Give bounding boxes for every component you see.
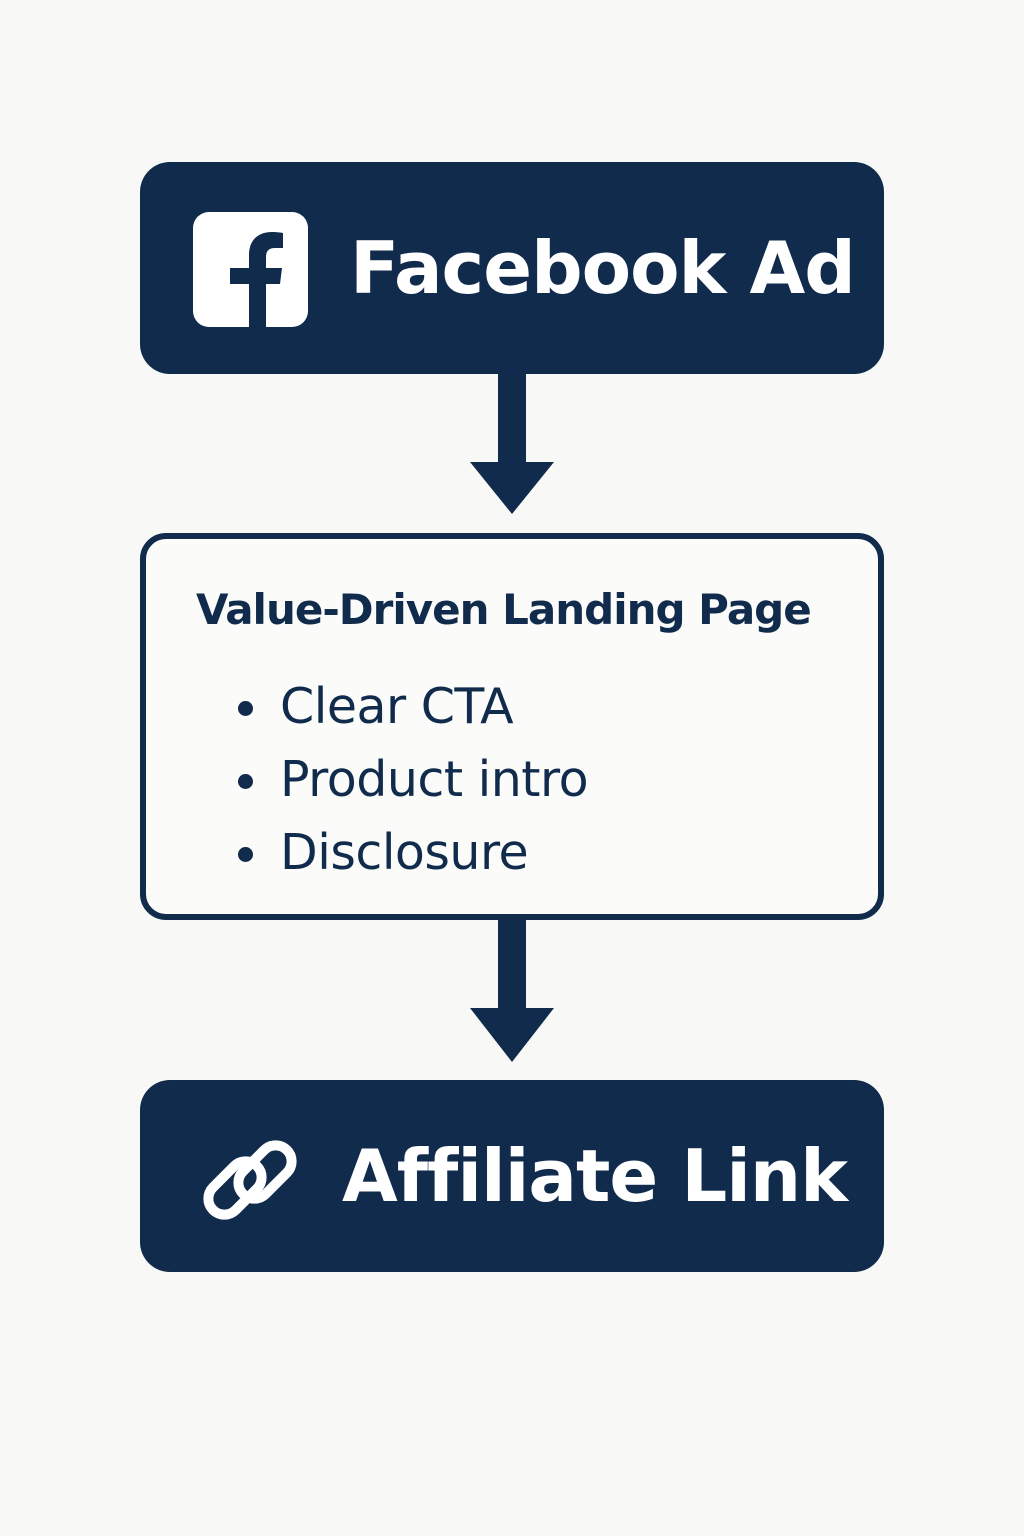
list-item-label: Disclosure bbox=[280, 824, 529, 881]
landing-page-list: Clear CTA Product intro Disclosure bbox=[234, 677, 589, 896]
list-item: Product intro bbox=[234, 750, 589, 823]
facebook-ad-label: Facebook Ad bbox=[350, 226, 856, 310]
affiliate-link-node: Affiliate Link bbox=[140, 1080, 884, 1272]
arrow-facebook-to-landing bbox=[470, 374, 554, 514]
list-item: Disclosure bbox=[234, 823, 588, 896]
list-item-label: Clear CTA bbox=[280, 678, 514, 735]
landing-page-title: Value-Driven Landing Page bbox=[196, 585, 812, 634]
link-icon bbox=[203, 1140, 297, 1220]
arrow-landing-to-affiliate bbox=[470, 920, 554, 1062]
facebook-icon bbox=[193, 212, 308, 327]
affiliate-link-label: Affiliate Link bbox=[342, 1134, 848, 1218]
landing-page-node: Value-Driven Landing Page Clear CTA Prod… bbox=[140, 533, 884, 920]
bullet-dot bbox=[238, 701, 253, 716]
facebook-ad-node: Facebook Ad bbox=[140, 162, 884, 374]
list-item: Clear CTA bbox=[234, 677, 588, 750]
bullet-dot bbox=[238, 847, 253, 862]
list-item-label: Product intro bbox=[280, 751, 589, 808]
bullet-dot bbox=[238, 774, 253, 789]
